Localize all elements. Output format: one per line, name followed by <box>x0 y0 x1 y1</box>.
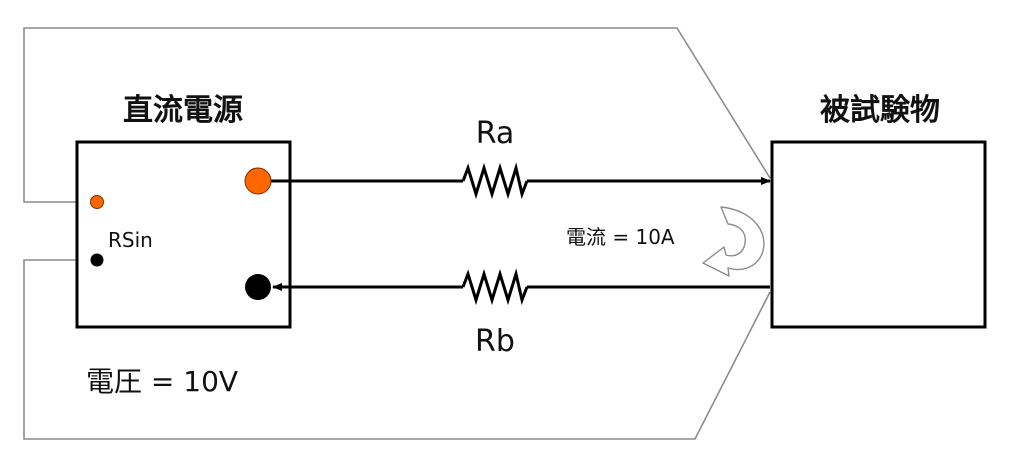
sense-positive-terminal <box>90 195 104 209</box>
sense-label: RSin <box>108 228 153 252</box>
sense-wire-upper <box>23 27 771 203</box>
lower-wire <box>272 268 770 306</box>
negative-output-terminal <box>245 274 271 300</box>
voltage-label: 電圧 = 10V <box>86 365 238 398</box>
positive-output-terminal <box>244 167 272 195</box>
power-supply-title: 直流電源 <box>123 93 243 128</box>
resistor-ra-label: Ra <box>476 116 515 151</box>
current-label: 電流 = 10A <box>566 225 675 249</box>
resistor-ra <box>461 162 529 200</box>
upper-wire <box>270 162 771 200</box>
current-direction-icon <box>702 206 765 277</box>
sense-negative-terminal <box>90 253 104 267</box>
resistor-rb <box>461 268 529 306</box>
dut-box <box>770 140 987 329</box>
resistor-rb-label: Rb <box>475 324 515 359</box>
sense-wire-lower <box>23 259 771 440</box>
dut-title: 被試験物 <box>820 93 940 128</box>
